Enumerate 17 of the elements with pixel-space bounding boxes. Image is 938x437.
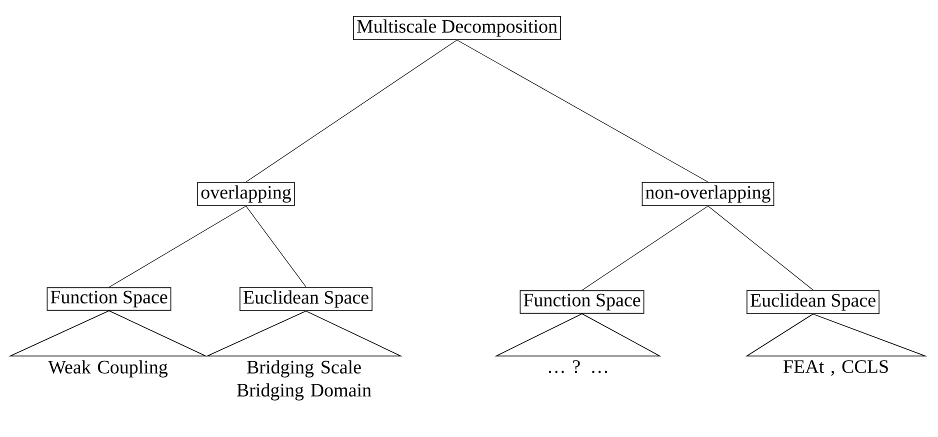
label-box: Function Space xyxy=(520,290,644,314)
label-box: Euclidean Space xyxy=(240,286,372,311)
label-box: Multiscale Decomposition xyxy=(353,16,561,40)
leaf-text: Weak Coupling xyxy=(48,360,168,378)
tree-line xyxy=(708,206,814,290)
label-box: overlapping xyxy=(197,182,295,206)
label-box: non-overlapping xyxy=(642,182,774,206)
leaf-text: FEAt , CCLS xyxy=(784,360,888,376)
label-box: Euclidean Space xyxy=(746,290,880,314)
tree-line xyxy=(108,206,246,288)
leaf-text: Bridging Scale Bridging Domain xyxy=(237,360,372,400)
leaf-text: … ? … xyxy=(548,360,608,374)
tree-line xyxy=(582,206,708,291)
label-box: Function Space xyxy=(46,287,172,311)
tree-line xyxy=(246,206,306,288)
tree-line xyxy=(246,40,458,182)
tree-line xyxy=(456,40,708,182)
